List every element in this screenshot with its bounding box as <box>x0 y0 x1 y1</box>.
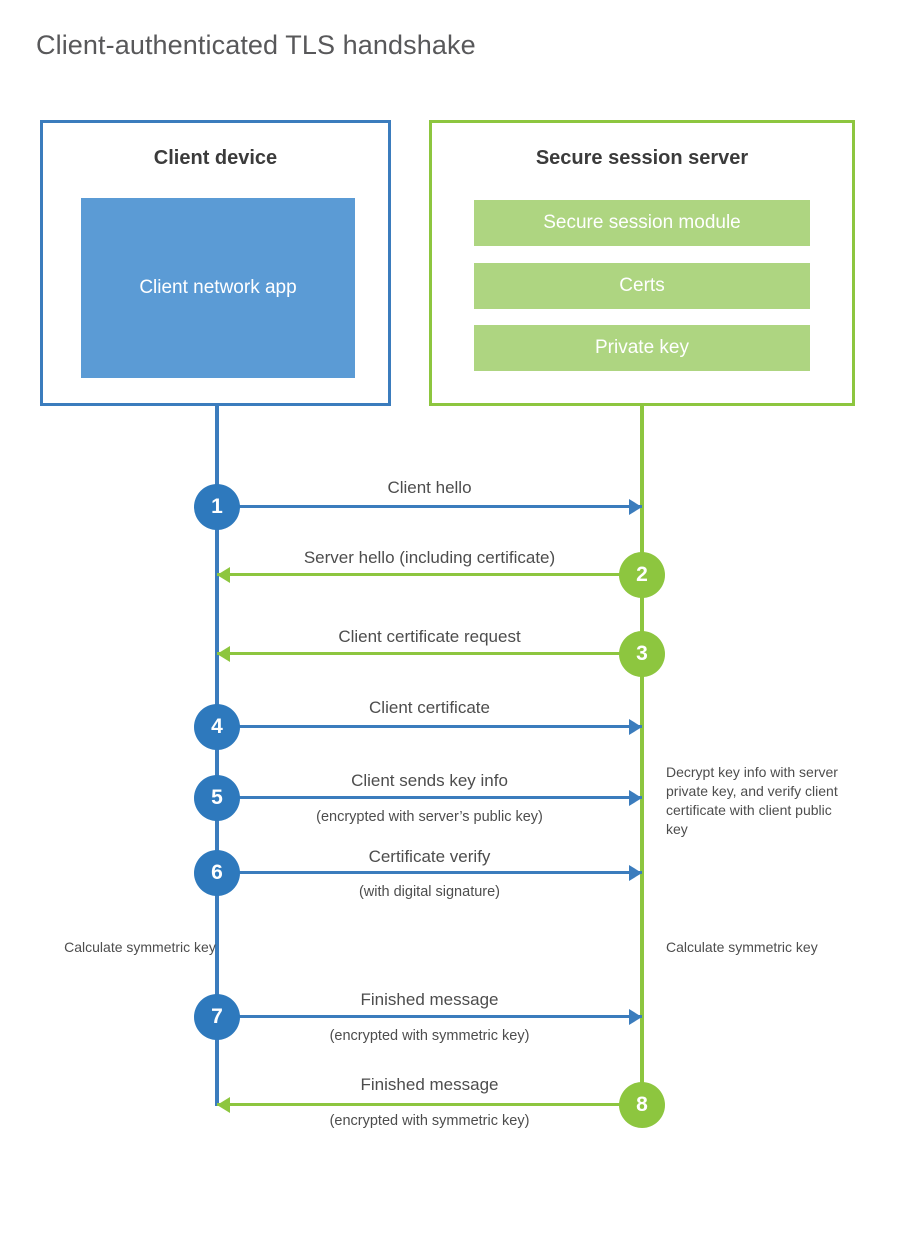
step-1-arrowhead-right-icon <box>629 499 642 515</box>
step-5-label: Client sends key info <box>351 771 508 790</box>
secure-session-server-box: Secure session server Secure session mod… <box>429 120 855 406</box>
step-7-sublabel: (encrypted with symmetric key) <box>329 1028 530 1044</box>
step-3-number[interactable]: 3 <box>619 631 665 677</box>
step-8-label: Finished message <box>360 1075 499 1094</box>
step-5-number[interactable]: 5 <box>194 775 240 821</box>
step-5-line <box>217 796 642 799</box>
step-4-label: Client certificate <box>369 698 490 717</box>
note-server-calculate-symmetric-key: Calculate symmetric key <box>666 939 818 955</box>
step-2-number[interactable]: 2 <box>619 552 665 598</box>
step-7-number[interactable]: 7 <box>194 994 240 1040</box>
step-6-number[interactable]: 6 <box>194 850 240 896</box>
step-6-arrowhead-right-icon <box>629 865 642 881</box>
step-3-arrowhead-left-icon <box>217 646 230 662</box>
client-device-title: Client device <box>153 147 278 169</box>
step-2-label: Server hello (including certificate) <box>303 548 556 567</box>
step-2-arrowhead-left-icon <box>217 567 230 583</box>
server-component-certs: Certs <box>474 263 810 309</box>
secure-session-server-title: Secure session server <box>535 147 749 169</box>
step-8-arrowhead-left-icon <box>217 1097 230 1113</box>
step-3-line <box>217 652 642 655</box>
step-6-line <box>217 871 642 874</box>
client-network-app-block: Client network app <box>81 198 355 378</box>
step-1-line <box>217 505 642 508</box>
step-4-number[interactable]: 4 <box>194 704 240 750</box>
step-8-number[interactable]: 8 <box>619 1082 665 1128</box>
step-4-arrowhead-right-icon <box>629 719 642 735</box>
step-2-line <box>217 573 642 576</box>
server-component-secure-session-module: Secure session module <box>474 200 810 246</box>
step-7-line <box>217 1015 642 1018</box>
step-1-label: Client hello <box>387 478 472 497</box>
step-6-sublabel: (with digital signature) <box>358 884 501 900</box>
note-client-calculate-symmetric-key: Calculate symmetric key <box>64 939 216 955</box>
step-8-sublabel: (encrypted with symmetric key) <box>329 1113 530 1129</box>
note-server-decrypt: Decrypt key info with server private key… <box>666 764 838 837</box>
step-7-label: Finished message <box>360 990 499 1009</box>
step-5-arrowhead-right-icon <box>629 790 642 806</box>
step-5-sublabel: (encrypted with server’s public key) <box>316 809 543 825</box>
step-6-label: Certificate verify <box>368 847 491 866</box>
step-7-arrowhead-right-icon <box>629 1009 642 1025</box>
step-3-label: Client certificate request <box>338 627 521 646</box>
page-title: Client-authenticated TLS handshake <box>36 30 476 60</box>
server-lifeline <box>640 406 644 1106</box>
client-lifeline <box>215 406 219 1106</box>
server-component-private-key: Private key <box>474 325 810 371</box>
client-device-box: Client device Client network app <box>40 120 391 406</box>
step-1-number[interactable]: 1 <box>194 484 240 530</box>
step-4-line <box>217 725 642 728</box>
step-8-line <box>217 1103 642 1106</box>
